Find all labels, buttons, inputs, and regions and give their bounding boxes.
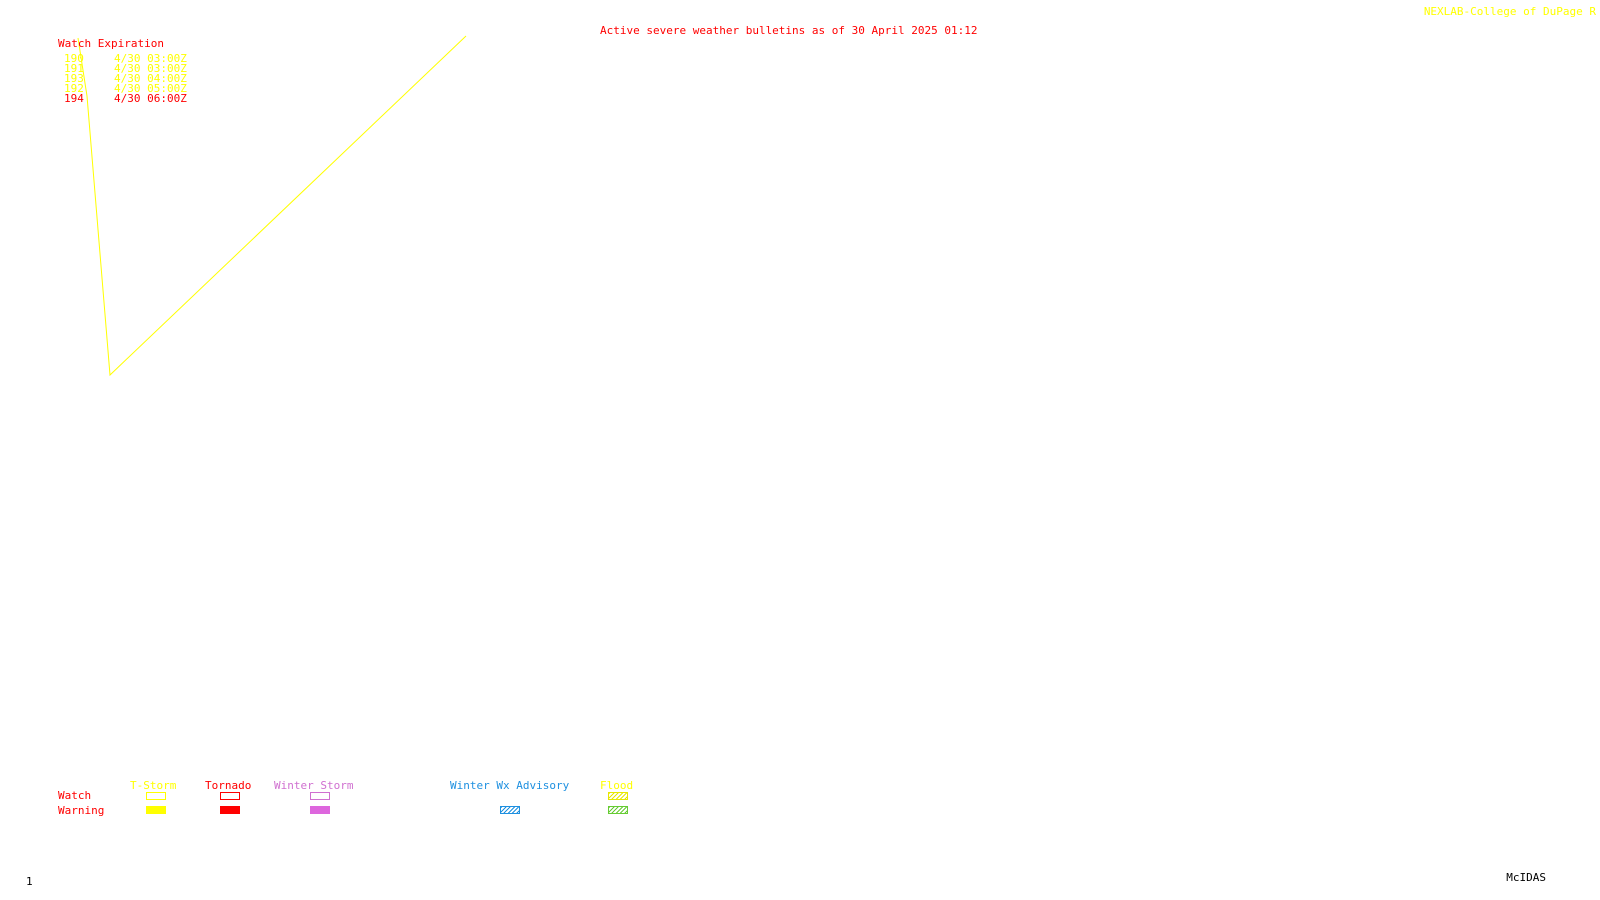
- watch-row: 192 4/30 05:00Z: [64, 82, 187, 95]
- watch-number: 191: [64, 62, 84, 75]
- frame-number: 1: [26, 875, 33, 888]
- watch-row: 193 4/30 04:00Z: [64, 72, 187, 85]
- legend-warning-row-label: Warning: [58, 804, 105, 817]
- legend-flood-label: Flood: [600, 779, 634, 792]
- watch-outline-polygon: [77, 35, 467, 377]
- legend-watch-row-label: Watch: [58, 789, 92, 802]
- legend-winter-storm-watch-swatch: [310, 792, 330, 800]
- watch-row: 191 4/30 03:00Z: [64, 62, 187, 75]
- watch-table-header: Watch Expiration: [58, 37, 164, 50]
- watch-row: 194 4/30 06:00Z: [64, 92, 187, 105]
- watch-row: 190 4/30 03:00Z: [64, 52, 187, 65]
- legend-winter-wx-advisory-label: Winter Wx Advisory: [450, 779, 570, 792]
- watch-table: 190 4/30 03:00Z 191 4/30 03:00Z 193 4/30 04…: [64, 52, 187, 105]
- watch-number: 193: [64, 72, 84, 85]
- legend-winter-storm-label: Winter Storm: [274, 779, 354, 792]
- page-title: Active severe weather bulletins as of 30…: [600, 24, 978, 37]
- legend-winter-storm-warning-swatch: [310, 806, 330, 814]
- legend-tornado-warning-swatch: [220, 806, 240, 814]
- watch-expiration: 4/30 05:00Z: [114, 82, 187, 95]
- legend-winter-wx-advisory-warning-swatch: [500, 806, 520, 814]
- watch-expiration: 4/30 04:00Z: [114, 72, 187, 85]
- watch-expiration: 4/30 03:00Z: [114, 62, 187, 75]
- watch-number: 190: [64, 52, 84, 65]
- legend-tstorm-watch-swatch: [146, 792, 166, 800]
- watch-number: 194: [64, 92, 84, 105]
- legend-flood-warning-swatch: [608, 806, 628, 814]
- watch-expiration: 4/30 03:00Z: [114, 52, 187, 65]
- credit-label: NEXLAB-College of DuPage R: [1423, 5, 1596, 18]
- legend-tornado-watch-swatch: [220, 792, 240, 800]
- mcidas-label: McIDAS: [1506, 871, 1546, 884]
- legend-tornado-label: Tornado: [205, 779, 252, 792]
- legend-tstorm-warning-swatch: [146, 806, 166, 814]
- legend-flood-watch-swatch: [608, 792, 628, 800]
- watch-expiration: 4/30 06:00Z: [114, 92, 187, 105]
- legend-tstorm-label: T-Storm: [130, 779, 177, 792]
- watch-number: 192: [64, 82, 84, 95]
